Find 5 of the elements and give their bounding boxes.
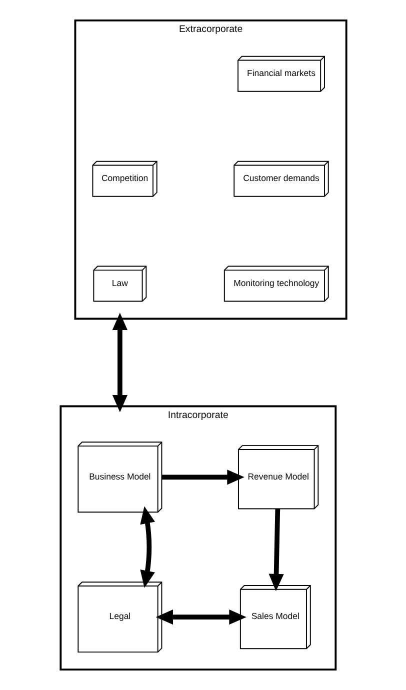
arrow [112, 312, 127, 412]
arrow [162, 470, 244, 485]
arrow [140, 506, 154, 588]
arrow [155, 610, 246, 625]
arrow [268, 508, 284, 592]
